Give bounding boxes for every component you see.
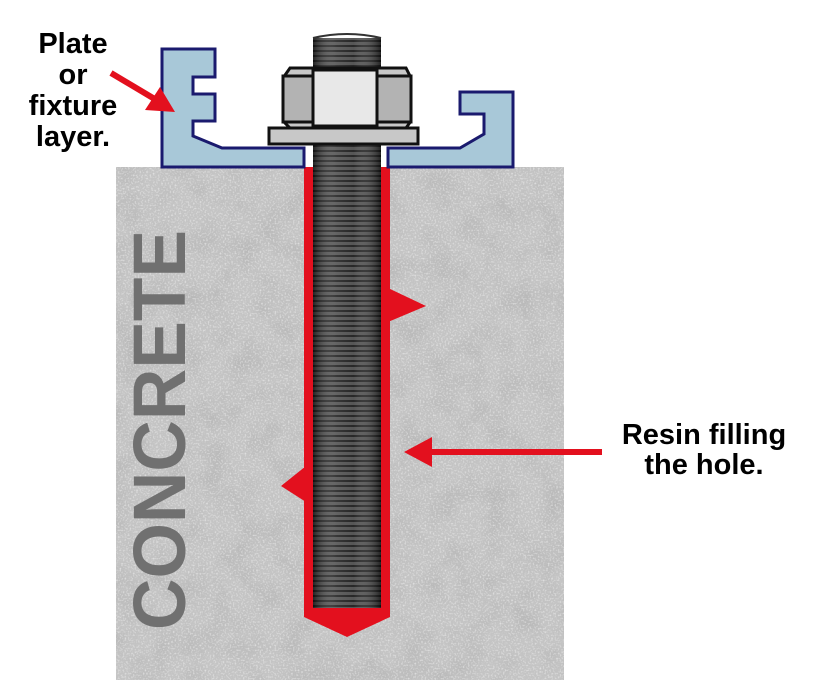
resin-pointer-arrow: [404, 437, 602, 467]
plate-fixture-label: Plate or fixture layer.: [8, 29, 138, 153]
resin-label: Resin filling the hole.: [600, 420, 808, 480]
fixture-plate: [160, 47, 515, 169]
plate-pointer-arrow: [109, 70, 175, 112]
resin-flow-marker-right: [388, 288, 426, 322]
plate-label-line: fixture: [28, 90, 118, 122]
plate-label-line: or: [58, 59, 88, 91]
hex-nut: [281, 66, 413, 130]
resin-label-line: the hole.: [644, 449, 764, 481]
plate-label-line: Plate: [38, 28, 108, 60]
resin-flow-marker-left: [281, 466, 306, 502]
concrete-label: CONCRETE: [118, 230, 201, 630]
plate-label-line: layer.: [35, 121, 111, 153]
washer: [267, 126, 420, 146]
resin-label-line: Resin filling: [621, 419, 787, 451]
